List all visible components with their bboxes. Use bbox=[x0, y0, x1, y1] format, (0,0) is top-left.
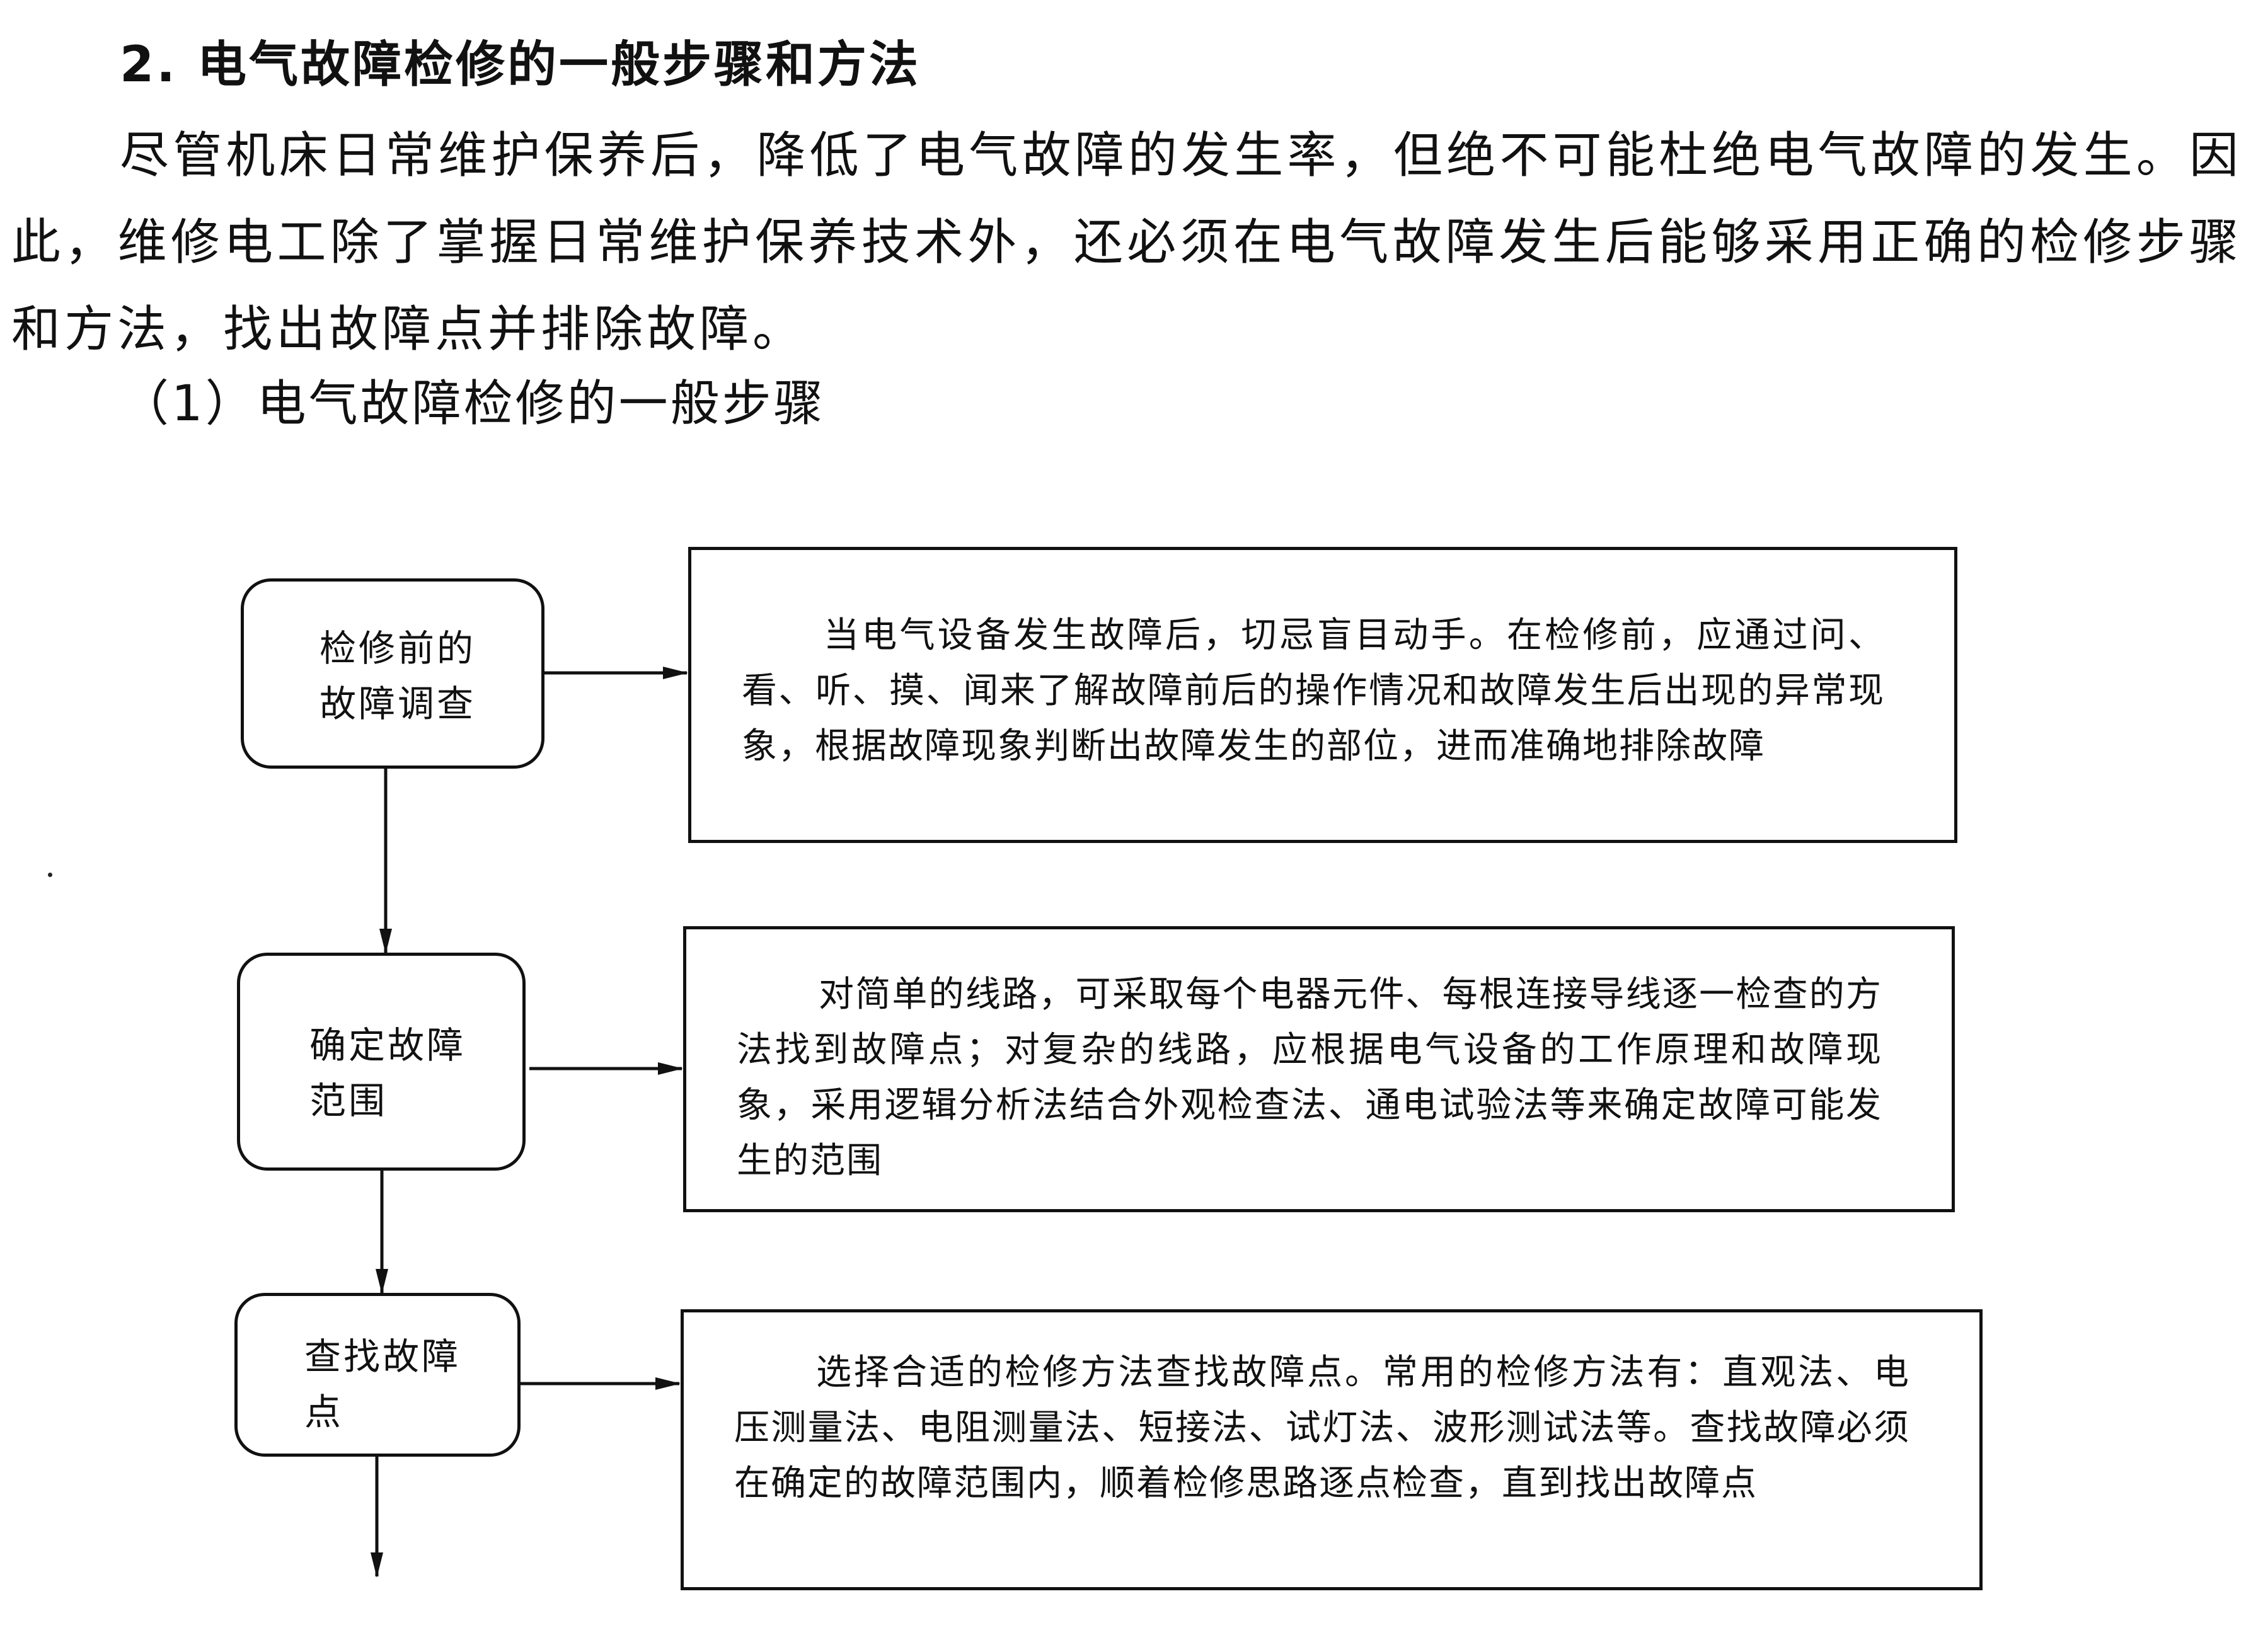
step-description-box: 当电气设备发生故障后，切忌盲目动手。在检修前，应通过问、看、听、摸、闻来了解故障… bbox=[688, 547, 1957, 843]
step-box-find-fault-point: 查找故障 点 bbox=[234, 1293, 521, 1457]
step-label-line1: 检修前的 bbox=[320, 627, 476, 670]
step-box-determine-range: 确定故障 范围 bbox=[237, 953, 526, 1171]
step-label-line1: 查找故障 bbox=[304, 1335, 461, 1378]
step-description-box: 对简单的线路，可采取每个电器元件、每根连接导线逐一检查的方法找到故障点；对复杂的… bbox=[683, 926, 1955, 1212]
step-label-line2: 故障调查 bbox=[320, 682, 476, 725]
step-label-line2: 范围 bbox=[309, 1079, 388, 1122]
intro-paragraph: 尽管机床日常维护保养后，降低了电气故障的发生率，但绝不可能杜绝电气故障的发生。因… bbox=[11, 127, 2242, 358]
step-description-box: 选择合适的检修方法查找故障点。常用的检修方法有：直观法、电压测量法、电阻测量法、… bbox=[681, 1309, 1983, 1590]
step-box-fault-investigation: 检修前的 故障调查 bbox=[241, 578, 544, 769]
step-label-line1: 确定故障 bbox=[309, 1024, 466, 1067]
step-label-line2: 点 bbox=[304, 1391, 344, 1433]
subsection-heading: （1）电气故障检修的一般步骤 bbox=[120, 376, 826, 432]
stray-mark bbox=[48, 873, 52, 877]
section-heading: 2. 电气故障检修的一般步骤和方法 bbox=[120, 37, 921, 93]
